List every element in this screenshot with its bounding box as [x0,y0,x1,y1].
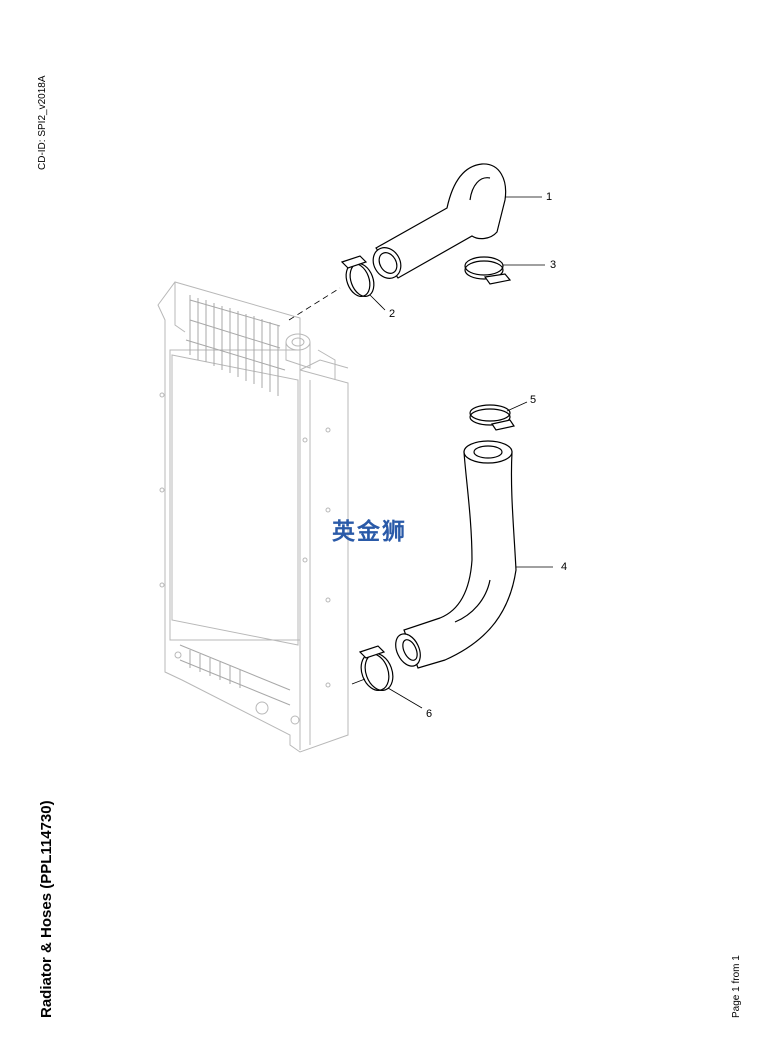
callout-5: 5 [530,394,536,406]
radiator [157,281,349,753]
watermark-logo: 英金狮 [332,519,407,545]
callout-2: 2 [389,308,395,320]
callout-4: 4 [561,561,567,573]
clamp-2 [340,255,375,298]
callout-6: 6 [426,708,432,720]
callout-1: 1 [546,191,552,203]
clamp-6 [358,645,394,691]
clamp-3 [464,256,512,285]
callout-3: 3 [550,259,556,271]
lower-hose [395,440,517,669]
leader-lines [288,196,553,709]
clamp-5 [469,404,515,431]
upper-hose [372,163,507,279]
